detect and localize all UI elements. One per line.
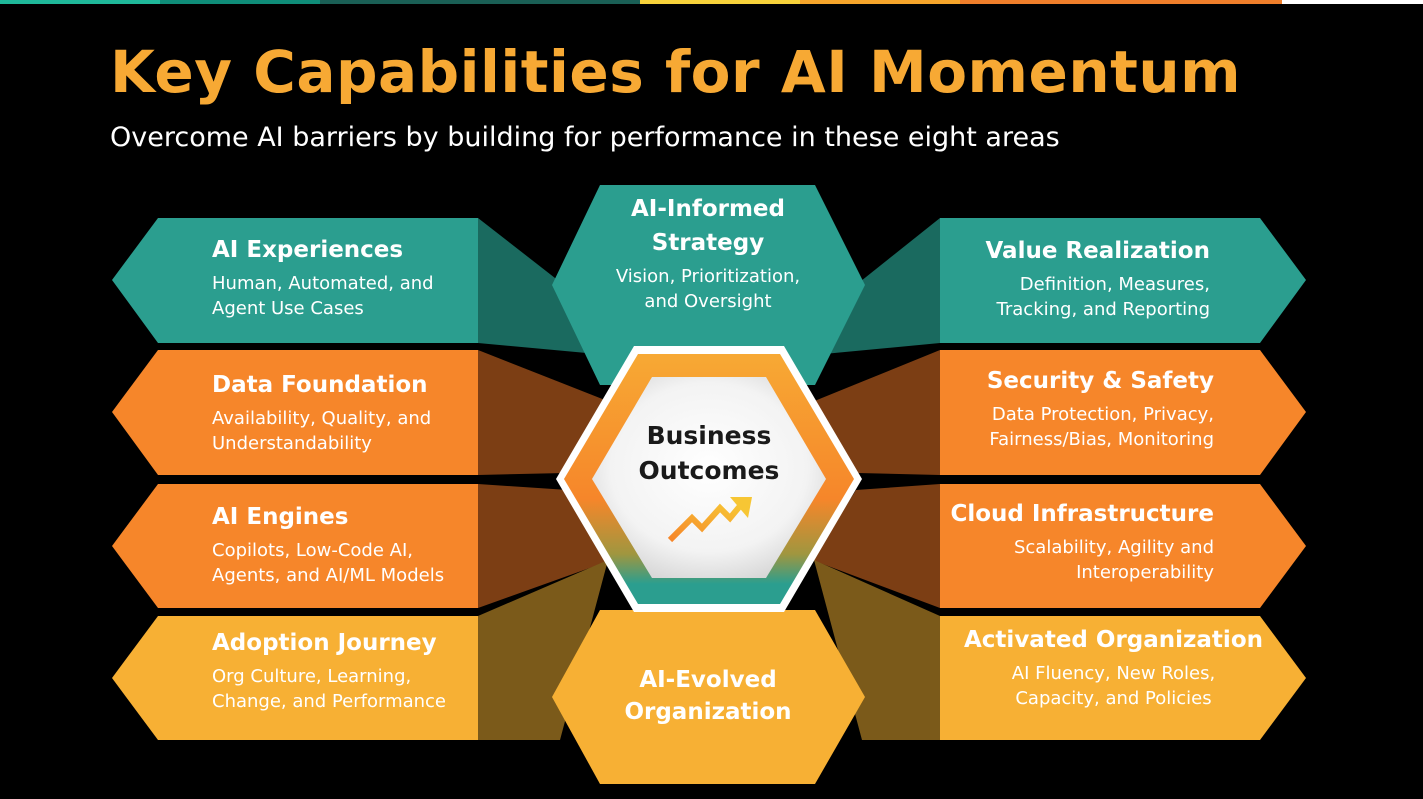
capability-title: AI-Evolved Organization <box>598 664 818 728</box>
slide-subtitle: Overcome AI barriers by building for per… <box>110 122 1060 153</box>
capability-ai-engines: AI Engines Copilots, Low-Code AI, Agents… <box>212 502 444 588</box>
description-line: Tracking, and Reporting <box>996 299 1210 320</box>
capability-ai-evolved-organization: AI-Evolved Organization <box>598 664 818 728</box>
description-line: Scalability, Agility and <box>1013 537 1214 558</box>
panel-ai-informed-strategy <box>552 185 865 385</box>
description-line: Change, and Performance <box>212 691 447 712</box>
description-line: Fairness/Bias, Monitoring <box>989 429 1214 450</box>
description-line: Vision, Prioritization, <box>615 266 801 287</box>
title-line: AI-Informed <box>630 196 785 222</box>
panel-ai-experiences <box>112 218 478 343</box>
capability-description: Definition, Measures, Tracking, and Repo… <box>986 272 1210 322</box>
connector-cloud-infrastructure <box>812 484 940 608</box>
capability-value-realization: Value Realization Definition, Measures, … <box>986 236 1211 322</box>
description-line: Availability, Quality, and <box>212 408 432 429</box>
capability-cloud-infrastructure: Cloud Infrastructure Scalability, Agilit… <box>950 499 1214 585</box>
connector-adoption-journey <box>478 560 608 740</box>
slide-title: Key Capabilities for AI Momentum <box>110 38 1242 106</box>
capability-title: AI Engines <box>212 504 349 530</box>
description-line: Interoperability <box>1076 562 1214 583</box>
panel-security-safety <box>940 350 1306 475</box>
hub-inner-hexagon <box>592 377 826 578</box>
description-line: Human, Automated, and <box>212 273 434 294</box>
capability-ai-experiences: AI Experiences Human, Automated, and Age… <box>212 235 434 321</box>
description-line: Org Culture, Learning, <box>212 666 412 687</box>
description-line: Understandability <box>212 433 372 454</box>
capability-security-safety: Security & Safety Data Protection, Priva… <box>987 366 1214 452</box>
description-line: Copilots, Low-Code AI, <box>212 540 413 561</box>
capability-title: Adoption Journey <box>212 630 437 656</box>
hub-label-line: Outcomes <box>638 456 780 485</box>
title-line: AI-Evolved <box>639 667 777 693</box>
description-line: Definition, Measures, <box>1019 274 1210 295</box>
panel-activated-organization <box>940 616 1306 740</box>
capability-title: AI-Informed Strategy <box>598 192 818 260</box>
capability-description: Human, Automated, and Agent Use Cases <box>212 271 434 321</box>
title-line: Strategy <box>651 230 765 256</box>
panel-ai-engines <box>112 484 478 608</box>
description-line: AI Fluency, New Roles, <box>1011 663 1216 684</box>
top-bar-segment <box>640 0 800 4</box>
trend-up-arrow-icon <box>667 497 752 543</box>
capability-description: Data Protection, Privacy, Fairness/Bias,… <box>987 402 1214 452</box>
description-line: and Oversight <box>644 291 772 312</box>
top-bar-segment <box>1282 0 1423 4</box>
description-line: Agent Use Cases <box>212 298 364 319</box>
top-bar-segment <box>960 0 1282 4</box>
capability-data-foundation: Data Foundation Availability, Quality, a… <box>212 370 431 456</box>
panel-adoption-journey <box>112 616 478 740</box>
capability-title: Data Foundation <box>212 372 428 398</box>
description-line: Capacity, and Policies <box>1015 688 1212 709</box>
capability-title: Cloud Infrastructure <box>950 501 1214 527</box>
capability-description: AI Fluency, New Roles, Capacity, and Pol… <box>964 661 1263 711</box>
capability-description: Org Culture, Learning, Change, and Perfo… <box>212 664 446 714</box>
top-bar-segment <box>0 0 160 4</box>
capability-description: Vision, Prioritization, and Oversight <box>598 264 818 314</box>
capability-title: Activated Organization <box>964 627 1263 653</box>
capability-activated-organization: Activated Organization AI Fluency, New R… <box>964 625 1263 711</box>
capability-adoption-journey: Adoption Journey Org Culture, Learning, … <box>212 628 446 714</box>
capability-description: Scalability, Agility and Interoperabilit… <box>950 535 1214 585</box>
capability-description: Availability, Quality, and Understandabi… <box>212 406 431 456</box>
panel-data-foundation <box>112 350 478 475</box>
connector-security-safety <box>812 350 940 475</box>
capability-title: Value Realization <box>985 238 1211 264</box>
capability-ai-informed-strategy: AI-Informed Strategy Vision, Prioritizat… <box>598 192 818 314</box>
connector-activated-organization <box>814 560 940 740</box>
description-line: Data Protection, Privacy, <box>991 404 1214 425</box>
hub-label: Business Outcomes <box>610 418 808 488</box>
top-color-bar <box>0 0 1423 4</box>
top-bar-segment <box>800 0 960 4</box>
top-bar-segment <box>320 0 640 4</box>
capability-title: AI Experiences <box>212 237 404 263</box>
capability-title: Security & Safety <box>986 368 1214 394</box>
hub-label-line: Business <box>646 421 772 450</box>
panel-cloud-infrastructure <box>940 484 1306 608</box>
top-bar-segment <box>160 0 320 4</box>
capability-description: Copilots, Low-Code AI, Agents, and AI/ML… <box>212 538 444 588</box>
panel-value-realization <box>940 218 1306 343</box>
panel-ai-evolved-organization <box>552 610 865 784</box>
title-line: Organization <box>624 699 792 725</box>
description-line: Agents, and AI/ML Models <box>212 565 445 586</box>
